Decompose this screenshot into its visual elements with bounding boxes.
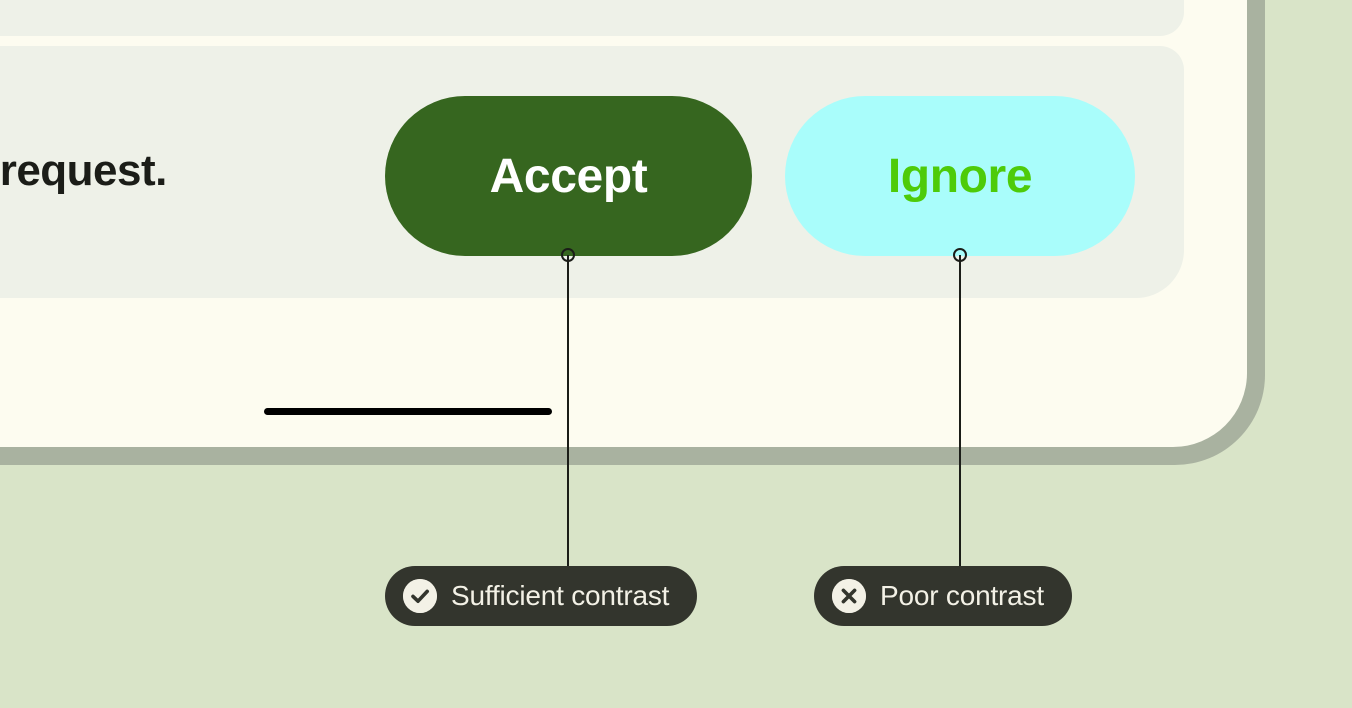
annotation-poor-contrast: Poor contrast [814, 566, 1072, 626]
annotation-sufficient-contrast-label: Sufficient contrast [451, 580, 670, 611]
annotation-poor-contrast-label: Poor contrast [880, 580, 1044, 611]
ignore-button[interactable]: Ignore [785, 96, 1135, 256]
home-indicator[interactable] [264, 408, 552, 415]
device-screen: a request. Accept Ignore [0, 0, 1247, 447]
request-body-text: a request. [0, 146, 167, 195]
content-panel-upper [0, 0, 1184, 36]
accept-button[interactable]: Accept [385, 96, 752, 256]
check-circle-icon [403, 579, 437, 613]
x-circle-icon [832, 579, 866, 613]
screen-content: a request. Accept Ignore [0, 0, 1184, 415]
device-frame: a request. Accept Ignore [0, 0, 1265, 465]
annotation-sufficient-contrast: Sufficient contrast [385, 566, 698, 626]
